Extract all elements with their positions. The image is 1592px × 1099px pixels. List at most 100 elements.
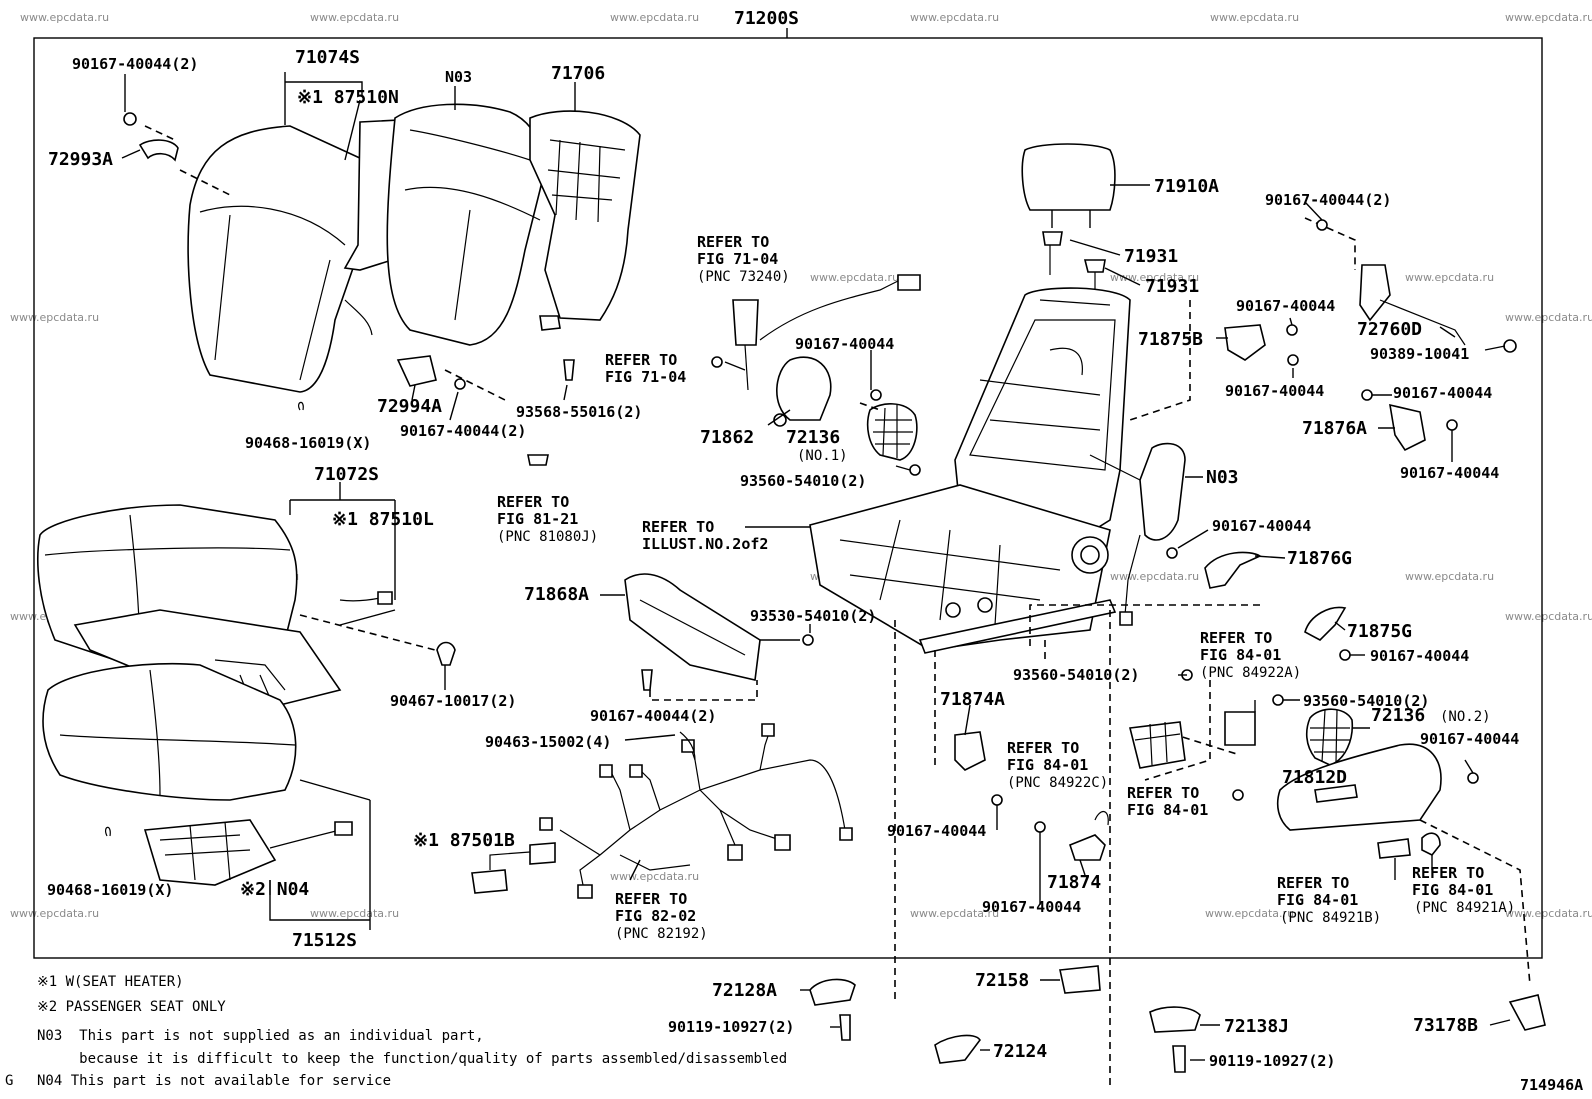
watermark: www.epcdata.ru (1110, 570, 1199, 583)
leader-dashed (1144, 680, 1211, 781)
watermark: www.epcdata.ru (810, 271, 899, 284)
clip-72994A (396, 355, 437, 387)
part-71876G: 71876G (1287, 548, 1352, 569)
part-90467-10017: 90467-10017(2) (390, 692, 516, 710)
part-90167-40044: 90167-40044 (1225, 382, 1324, 400)
connector-icon (839, 827, 853, 841)
part-72124: 72124 (993, 1041, 1047, 1062)
part-73178B: 73178B (1413, 1015, 1478, 1036)
part-93530-54010: 93530-54010(2) (750, 607, 876, 625)
seat-cushion-frame-detail (839, 519, 1061, 626)
refer-figure: FIG 84-01 (1277, 891, 1358, 909)
leader-line (1079, 859, 1086, 876)
seat-cushion-group (37, 504, 456, 886)
screw-icon (1339, 649, 1351, 661)
screw-icon (1034, 821, 1046, 833)
refer-pnc: (PNC 82192) (615, 926, 708, 942)
part-71931: 71931 (1145, 276, 1199, 297)
part-93560-54010: 93560-54010(2) (1013, 666, 1139, 684)
part-72136: 72136 (1371, 705, 1425, 726)
refer-label: REFER TO (1277, 874, 1349, 892)
watermark: www.epcdata.ru (910, 11, 999, 24)
figure-code: 714946A (1520, 1076, 1583, 1094)
refer-figure: FIG 82-02 (615, 907, 696, 925)
part-90167-40044: 90167-40044 (982, 898, 1081, 916)
screw-icon (123, 112, 137, 126)
footnote-n03-continued: because it is difficult to keep the func… (37, 1051, 787, 1067)
switch-84921A (1421, 832, 1441, 857)
part-90167-40044: 90167-40044 (887, 822, 986, 840)
part-72993A: 72993A (48, 149, 113, 170)
part-71874A: 71874A (940, 689, 1005, 710)
sensor-wire (269, 829, 341, 849)
leader-line (629, 859, 641, 881)
cover-72138J (1149, 1006, 1201, 1033)
refer-label: REFER TO (1200, 629, 1272, 647)
refer-figure: FIG 84-01 (1200, 646, 1281, 664)
watermark: www.epcdata.ru (610, 11, 699, 24)
watermark: www.epcdata.ru (1505, 907, 1592, 920)
right-side-parts (954, 219, 1546, 1031)
heater-switch-wire (489, 851, 531, 870)
screw-icon (1467, 772, 1479, 784)
part-72138J: 72138J (1224, 1016, 1289, 1037)
seat-back-pad (386, 103, 544, 346)
refer-label: REFER TO (1007, 739, 1079, 757)
switch-base-detail (1134, 721, 1181, 766)
part-90119-10927: 90119-10927(2) (668, 1018, 794, 1036)
screw-icon (870, 389, 882, 401)
screw-icon (1446, 419, 1458, 431)
leader-dashed (649, 680, 758, 701)
leader-line (1464, 759, 1474, 774)
seat-cushion-shield-71812D (1276, 743, 1442, 831)
part-72158: 72158 (975, 970, 1029, 991)
leader-line (1334, 621, 1346, 631)
watermark: www.epcdata.ru (910, 907, 999, 920)
part-90468-16019: 90468-16019(X) (245, 434, 371, 452)
part-71072S: 71072S (314, 464, 379, 485)
refer-figure: FIG 71-04 (697, 250, 778, 268)
center-lower-group (471, 573, 853, 899)
leader-dashed (444, 369, 506, 401)
connector-icon (539, 817, 553, 831)
power-seat-switch-bracket-71862 (776, 356, 832, 421)
refer-label: REFER TO (1127, 784, 1199, 802)
part-71706: 71706 (551, 63, 605, 84)
headrest-support-71931 (1042, 231, 1063, 246)
watermark: www.epcdata.ru (1505, 610, 1592, 623)
seat-back-cover-group (123, 103, 641, 466)
seat-back-cover-seams (199, 205, 346, 381)
bolt-icon (977, 597, 993, 613)
seat-track-rail (918, 599, 1117, 654)
part-90167-40044-2: 90167-40044(2) (72, 55, 198, 73)
leader-line (1304, 201, 1323, 221)
connector-icon (629, 764, 643, 778)
screw-icon (1272, 694, 1284, 706)
connector-icon (599, 764, 613, 778)
watermark: www.epcdata.ru (310, 11, 399, 24)
clip-icon (527, 454, 549, 466)
leader-dashed (299, 614, 436, 651)
refer-label: REFER TO (497, 493, 569, 511)
leader-dashed (144, 125, 176, 141)
part-72136-qualifier: (NO.1) (797, 448, 848, 464)
part-90167-40044: 90167-40044 (1370, 647, 1469, 665)
footnote-passenger-seat: ※2 PASSENGER SEAT ONLY (37, 999, 226, 1015)
bolt-icon (1172, 1045, 1186, 1073)
leader-line (563, 384, 568, 401)
part-N03: N03 (445, 68, 472, 86)
occupant-sensor-detail (159, 821, 251, 881)
part-71874: 71874 (1047, 872, 1101, 893)
part-90167-40044: 90167-40044 (1236, 297, 1335, 315)
screw-icon (1286, 324, 1298, 336)
watermark: www.epcdata.ru (1210, 11, 1299, 24)
leader-line (299, 779, 371, 801)
part-90167-40044: 90167-40044 (1393, 384, 1492, 402)
side-airbag-N03 (1139, 442, 1186, 541)
watermark: www.epcdata.ru (10, 907, 99, 920)
cover-72128A (809, 978, 856, 1006)
cover-72124 (934, 1034, 981, 1064)
leader-line (121, 149, 141, 159)
headrest-support-71931 (1083, 259, 1106, 273)
part-93568-55016: 93568-55016(2) (516, 403, 642, 421)
